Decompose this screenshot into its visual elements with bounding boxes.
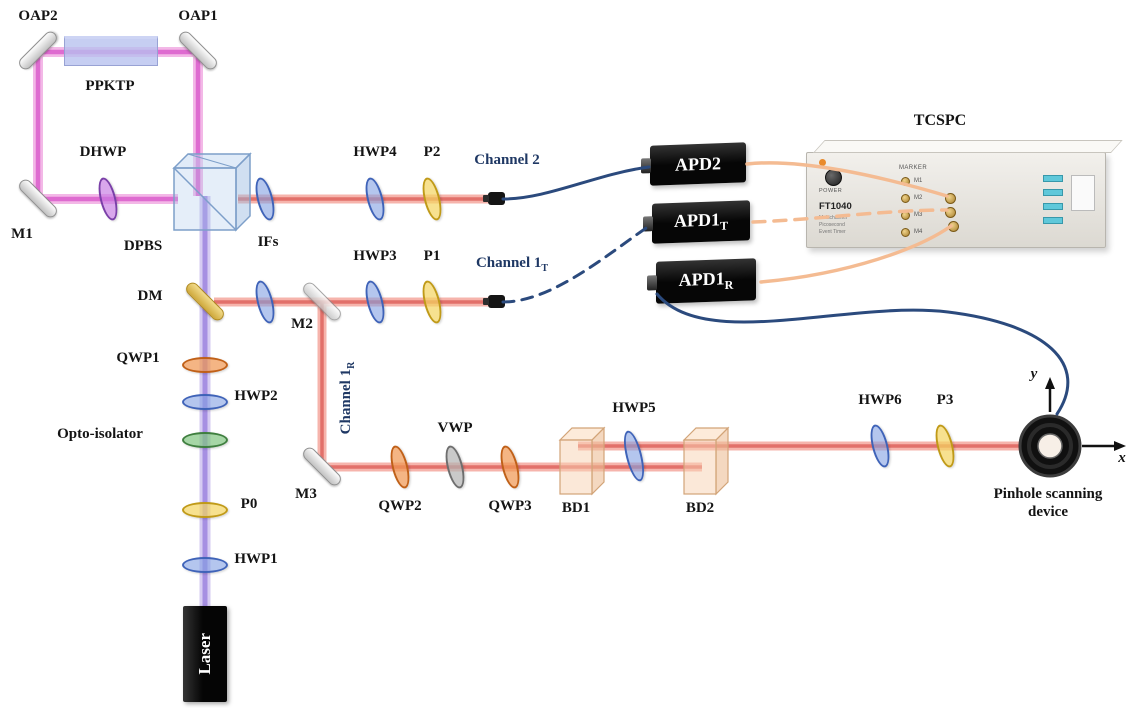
channel2-fiber-coupler [483,192,505,205]
laser-head: Laser [183,606,227,702]
qwp1-waveplate [182,357,228,373]
oap1-label: OAP1 [178,8,218,24]
tcspc-input-port-2 [945,207,956,218]
ifs-label: IFs [257,234,279,250]
opto-isolator-element [182,432,228,448]
vwp-label: VWP [437,420,473,436]
apd2-lens-barrel [641,158,651,174]
apd1r-detector: APD1R [647,258,756,304]
tcspc-marker-port-label-2: M2 [914,195,923,201]
tcspc-marker-port-label-1: M1 [914,178,923,184]
hwp1-waveplate [182,557,228,573]
bd1-label: BD1 [561,500,591,516]
x-axis-arrow [1082,441,1126,451]
tcspc-marker-port-2 [901,194,910,203]
hwp2-label: HWP2 [234,388,278,404]
p0-polarizer [182,502,228,518]
tcspc-indicator-1 [1043,175,1063,182]
qwp3-label: QWP3 [488,498,532,514]
tcspc-power-knob [825,169,842,186]
m3-label: M3 [295,486,317,502]
tcspc-input-port-1 [945,193,956,204]
y-axis-arrow [1045,377,1055,412]
hwp1-label: HWP1 [234,551,278,567]
tcspc-marker-port-3 [901,211,910,220]
qwp1-label: QWP1 [116,350,160,366]
tcspc-indicator-2 [1043,189,1063,196]
tcspc-marker-port-label-3: M3 [914,212,923,218]
bd2-label: BD2 [685,500,715,516]
p2-label: P2 [423,144,441,160]
apd2-label: APD2 [675,152,721,175]
apd1t-lens-barrel [643,216,653,232]
x-axis-label: x [1118,450,1126,466]
apd1t-label: APD1T [673,209,728,233]
ppktp-label: PPKTP [85,78,135,94]
ppktp-crystal [64,36,158,66]
tcspc-desc-line3: Event Timer [819,229,846,235]
p1-label: P1 [423,248,441,264]
qwp2-label: QWP2 [378,498,422,514]
m1-label: M1 [11,226,33,242]
tcspc-logo-dot [819,159,826,166]
tcspc-unit: POWER FT1040 Multichannel Picosecond Eve… [806,140,1123,248]
m2-label: M2 [291,316,313,332]
p0-label: P0 [240,496,258,512]
channel1t-label: Channel 1T [475,255,549,274]
opto-isolator-label: Opto-isolator [57,426,143,442]
channel2-label: Channel 2 [474,152,540,168]
hwp2-waveplate [182,394,228,410]
dpbs-label: DPBS [123,238,163,254]
tcspc-top-face [813,140,1123,153]
tcspc-marker-port-4 [901,228,910,237]
bd1-block [558,426,606,496]
hwp5-label: HWP5 [612,400,656,416]
channel1t-fiber-coupler [483,295,505,308]
tcspc-model-label: FT1040 [819,201,852,212]
tcspc-indicator-4 [1043,217,1063,224]
dhwp-label: DHWP [79,144,127,160]
hwp6-label: HWP6 [858,392,902,408]
tcspc-title: TCSPC [913,112,967,129]
channel1r-label: Channel 1R [338,361,358,435]
tcspc-indicator-3 [1043,203,1063,210]
p3-label: P3 [936,392,954,408]
y-axis-label: y [1030,366,1038,382]
laser-label: Laser [195,633,214,675]
tcspc-side-panel [1071,175,1095,211]
bd2-block [682,426,730,496]
hwp4-label: HWP4 [353,144,397,160]
apd1r-label: APD1R [678,268,734,292]
apd2-detector: APD2 [641,142,746,186]
tcspc-desc-line1: Multichannel [819,215,848,221]
tcspc-marker-label: MARKER [899,165,928,171]
apd1r-lens-barrel [647,275,657,291]
tcspc-input-port-3 [948,221,959,232]
tcspc-power-label: POWER [819,188,843,194]
tcspc-marker-port-label-4: M4 [914,229,923,235]
dm-label: DM [137,288,163,304]
pinhole-device-label: Pinhole scanning device [993,486,1103,520]
dpbs-cube [172,152,252,232]
oap2-label: OAP2 [18,8,58,24]
pinhole-device [1018,377,1126,478]
tcspc-desc-line2: Picosecond [819,222,845,228]
tcspc-marker-port-1 [901,177,910,186]
apd1t-detector: APD1T [643,200,750,244]
hwp3-label: HWP3 [353,248,397,264]
